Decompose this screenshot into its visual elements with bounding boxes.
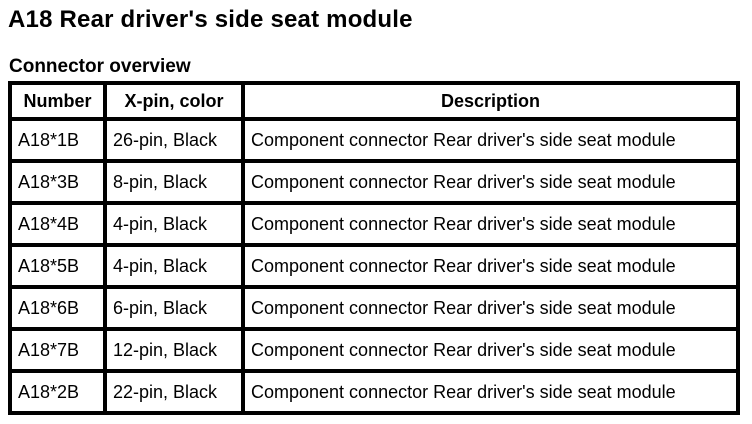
description-cell: Component connector Rear driver's side s… <box>241 117 740 164</box>
description-cell: Component connector Rear driver's side s… <box>241 159 740 206</box>
pin-color-cell: 12-pin, Black <box>103 327 245 374</box>
connector-number-cell: A18*4B <box>8 201 107 248</box>
pin-color-cell: 6-pin, Black <box>103 285 245 332</box>
description-cell: Component connector Rear driver's side s… <box>241 327 740 374</box>
pin-color-cell: 26-pin, Black <box>103 117 245 164</box>
table-row: A18*2B 22-pin, Black Component connector… <box>8 369 740 416</box>
col-header-description: Description <box>241 81 740 122</box>
connector-number-cell: A18*5B <box>8 243 107 290</box>
connector-table: Number X-pin, color Description A18*1B 2… <box>8 81 740 416</box>
description-cell: Component connector Rear driver's side s… <box>241 201 740 248</box>
connector-number-cell: A18*7B <box>8 327 107 374</box>
description-cell: Component connector Rear driver's side s… <box>241 369 740 416</box>
description-cell: Component connector Rear driver's side s… <box>241 243 740 290</box>
document-page: A18 Rear driver's side seat module Conne… <box>8 6 740 416</box>
table-row: A18*7B 12-pin, Black Component connector… <box>8 327 740 374</box>
table-row: A18*3B 8-pin, Black Component connector … <box>8 159 740 206</box>
table-header-row: Number X-pin, color Description <box>8 81 740 122</box>
table-row: A18*6B 6-pin, Black Component connector … <box>8 285 740 332</box>
table-row: A18*4B 4-pin, Black Component connector … <box>8 201 740 248</box>
col-header-number: Number <box>8 81 107 122</box>
connector-number-cell: A18*6B <box>8 285 107 332</box>
description-cell: Component connector Rear driver's side s… <box>241 285 740 332</box>
connector-number-cell: A18*1B <box>8 117 107 164</box>
connector-number-cell: A18*3B <box>8 159 107 206</box>
pin-color-cell: 8-pin, Black <box>103 159 245 206</box>
pin-color-cell: 4-pin, Black <box>103 243 245 290</box>
table-row: A18*5B 4-pin, Black Component connector … <box>8 243 740 290</box>
col-header-pin-color: X-pin, color <box>103 81 245 122</box>
pin-color-cell: 22-pin, Black <box>103 369 245 416</box>
section-heading: Connector overview <box>9 55 191 77</box>
page-title: A18 Rear driver's side seat module <box>8 6 413 33</box>
table-row: A18*1B 26-pin, Black Component connector… <box>8 117 740 164</box>
pin-color-cell: 4-pin, Black <box>103 201 245 248</box>
connector-number-cell: A18*2B <box>8 369 107 416</box>
